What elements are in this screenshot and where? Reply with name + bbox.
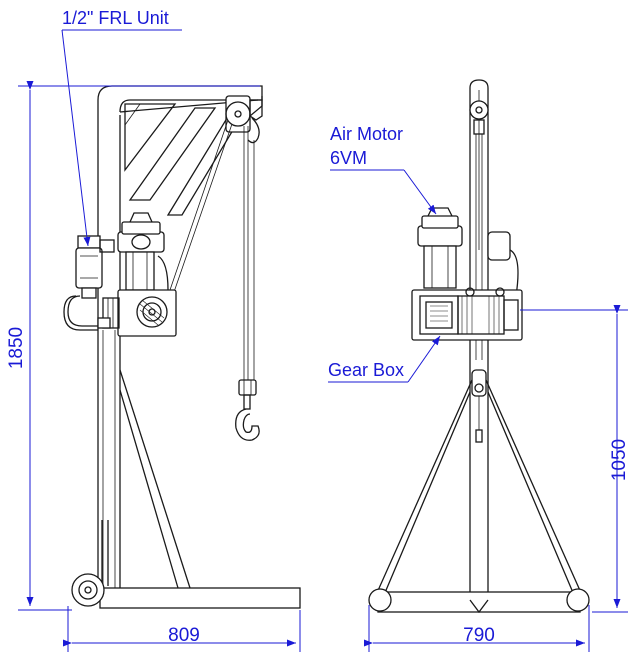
callout-frl-unit: 1/2" FRL Unit	[61, 8, 182, 247]
air-motor-model-label: 6VM	[330, 148, 367, 168]
side-gear-box	[97, 289, 177, 337]
front-tripod-base	[368, 379, 590, 614]
dimension-height-gearbox: 1050	[520, 305, 629, 613]
front-gear-box	[411, 287, 523, 341]
dimension-width-side: 809	[63, 606, 301, 652]
side-base	[71, 369, 301, 609]
dim-1850-label: 1850	[6, 327, 27, 369]
callout-gear-box: Gear Box	[328, 335, 441, 383]
side-wire-rope	[169, 99, 263, 385]
side-mast	[97, 85, 263, 600]
dimension-height-total: 1850	[6, 81, 260, 611]
gear-box-label: Gear Box	[328, 360, 404, 380]
dim-790-label: 790	[463, 625, 495, 646]
front-view-crane	[368, 79, 590, 614]
side-frl-unit	[63, 235, 115, 331]
frl-unit-label: 1/2" FRL Unit	[62, 8, 169, 28]
air-motor-label: Air Motor	[330, 124, 403, 144]
side-boom-truss	[119, 99, 259, 216]
dim-809-label: 809	[168, 625, 200, 646]
side-motor-assembly	[117, 212, 169, 291]
dimension-width-front: 790	[364, 605, 590, 652]
side-hook	[235, 379, 260, 441]
side-view-crane	[63, 85, 301, 609]
dim-1050-label: 1050	[609, 439, 629, 481]
callout-air-motor: Air Motor 6VM	[330, 124, 437, 215]
front-hook	[471, 369, 487, 443]
front-motor	[417, 207, 519, 297]
